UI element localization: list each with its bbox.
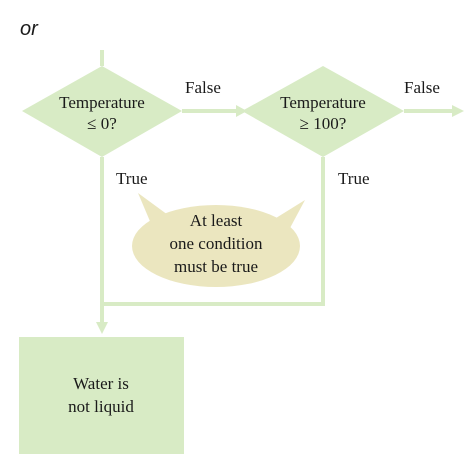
callout-bubble xyxy=(132,193,305,287)
decision1-true-label: True xyxy=(116,169,148,188)
callout-text-line1: At least xyxy=(190,211,243,230)
result-box xyxy=(19,337,184,454)
decision2-true-label: True xyxy=(338,169,370,188)
decision-diamond-1 xyxy=(22,66,182,157)
or-label: or xyxy=(20,18,38,40)
decision1-text-line2: ≤ 0? xyxy=(87,114,117,133)
decision-diamond-2 xyxy=(242,66,404,157)
decision2-text-line1: Temperature xyxy=(280,93,366,112)
callout-text-line2: one condition xyxy=(169,234,263,253)
arrowhead-false-1 xyxy=(236,105,247,117)
callout-tail-right xyxy=(276,200,305,228)
arrowhead-false-2 xyxy=(452,105,464,117)
decision2-false-label: False xyxy=(404,78,440,97)
flow-lines xyxy=(100,50,452,325)
decision1-text-line1: Temperature xyxy=(59,93,145,112)
decision1-false-label: False xyxy=(185,78,221,97)
true-line-2 xyxy=(102,157,325,306)
result-text-line1: Water is xyxy=(73,374,129,393)
callout-ellipse xyxy=(132,205,300,287)
result-text-line2: not liquid xyxy=(68,397,134,416)
callout-text-line3: must be true xyxy=(174,257,258,276)
arrowhead-true xyxy=(96,322,108,334)
decision2-text-line2: ≥ 100? xyxy=(300,114,347,133)
